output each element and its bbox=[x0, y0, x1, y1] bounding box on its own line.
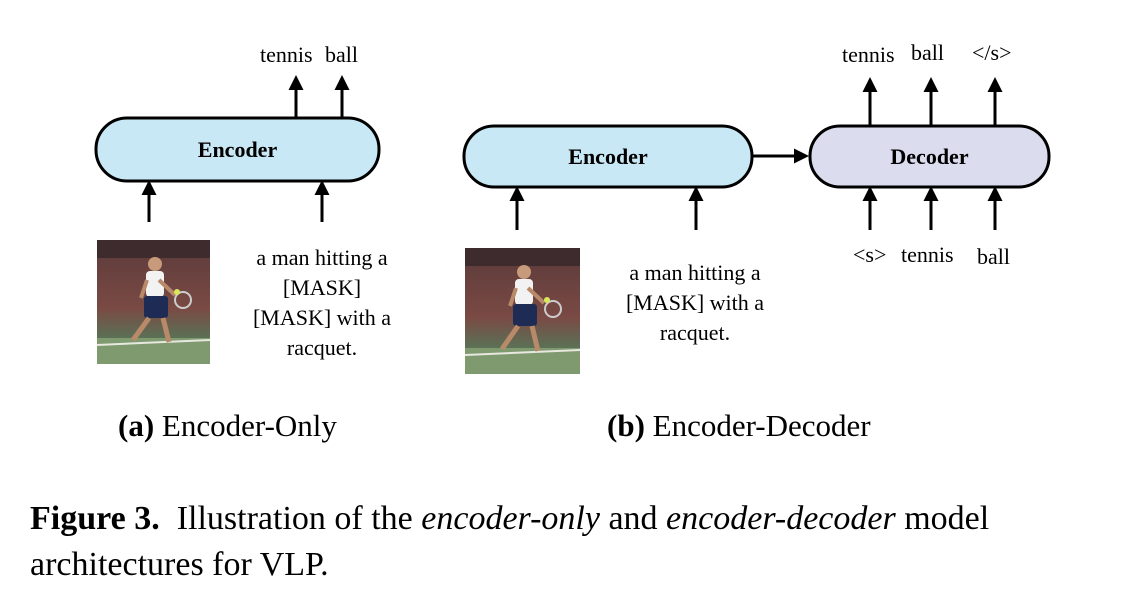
input-text-a-line4: racquet. bbox=[286, 335, 358, 360]
decoder-label-b: Decoder bbox=[890, 144, 969, 169]
figure-caption-em2: encoder-decoder bbox=[666, 500, 896, 537]
encoder-box-a bbox=[94, 116, 381, 183]
input-text-b-line3: racquet. bbox=[659, 320, 731, 345]
input-text-a-line2: [MASK] bbox=[282, 275, 362, 300]
tennis-photo-a bbox=[96, 240, 211, 364]
decoder-input-token-3: ball bbox=[977, 244, 1010, 269]
subcaption-a-letter: (a) bbox=[118, 408, 155, 443]
subcaption-b: (b) Encoder-Decoder bbox=[607, 408, 871, 444]
subcaption-a: (a) Encoder-Only bbox=[118, 408, 337, 444]
encoder-label-b: Encoder bbox=[568, 144, 648, 169]
figure-caption-part3: model architectures for VLP. bbox=[30, 500, 990, 583]
subcaption-a-text: Encoder-Only bbox=[161, 408, 337, 443]
input-text-a-line3: [MASK] with a bbox=[252, 305, 392, 330]
figure-caption: Figure 3. Illustration of the encoder-on… bbox=[30, 496, 1110, 588]
decoder-output-token-2: ball bbox=[911, 40, 944, 65]
input-text-a: a man hitting a [MASK] [MASK] with a rac… bbox=[237, 243, 407, 363]
decoder-input-token-2: tennis bbox=[901, 242, 954, 267]
input-text-a-line1: a man hitting a bbox=[256, 245, 388, 270]
input-text-b-line1: a man hitting a bbox=[629, 260, 761, 285]
figure-caption-part1: Illustration of the bbox=[176, 500, 413, 537]
figure-caption-label: Figure 3. bbox=[30, 500, 160, 537]
input-text-b: a man hitting a [MASK] with a racquet. bbox=[610, 258, 780, 348]
decoder-output-token-3: </s> bbox=[972, 40, 1012, 65]
output-token-ball-a: ball bbox=[325, 42, 358, 67]
encoder-label-a: Encoder bbox=[197, 137, 278, 162]
subcaption-b-text: Encoder-Decoder bbox=[652, 408, 871, 443]
subcaption-b-letter: (b) bbox=[607, 408, 645, 443]
figure-caption-part2: and bbox=[608, 500, 658, 537]
figure-caption-em1: encoder-only bbox=[421, 500, 600, 537]
tennis-photo-b bbox=[464, 248, 581, 374]
decoder-output-token-1: tennis bbox=[842, 42, 895, 67]
input-text-b-line2: [MASK] with a bbox=[625, 290, 765, 315]
decoder-input-token-1: <s> bbox=[853, 242, 887, 267]
output-token-tennis-a: tennis bbox=[260, 42, 313, 67]
